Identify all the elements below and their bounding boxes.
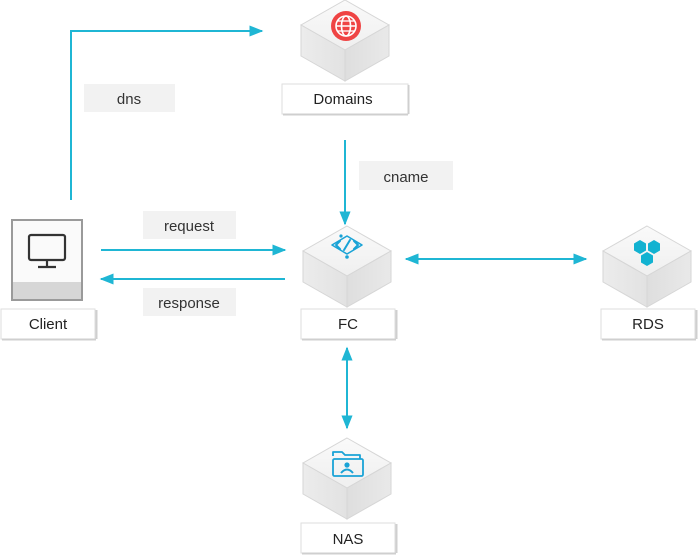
isometric-box <box>301 437 393 520</box>
connector-dns <box>70 25 264 200</box>
edge-label-dns: dns <box>84 84 175 112</box>
folder-share-icon <box>332 451 364 477</box>
edge-label-dns-text: dns <box>117 91 141 108</box>
node-nas-label: NAS <box>300 522 398 555</box>
node-fc-label: FC <box>300 308 398 341</box>
node-domains-label: Domains <box>281 83 410 116</box>
node-client-label: Client <box>0 308 98 341</box>
isometric-box <box>301 225 393 308</box>
monitor-icon <box>27 233 67 269</box>
node-client: Client <box>0 219 98 341</box>
node-fc: FC <box>300 225 398 341</box>
node-nas-label-text: NAS <box>333 531 364 548</box>
edge-label-response-text: response <box>158 295 220 312</box>
edge-label-response: response <box>143 288 236 316</box>
edge-label-cname-text: cname <box>383 169 428 186</box>
node-nas: NAS <box>300 437 398 555</box>
isometric-box <box>601 225 693 308</box>
node-domains-label-text: Domains <box>313 91 372 108</box>
node-rds-label-text: RDS <box>632 316 664 333</box>
edge-label-request-text: request <box>164 218 215 235</box>
edge-label-cname: cname <box>359 161 453 190</box>
node-fc-label-text: FC <box>338 316 358 333</box>
isometric-box <box>299 0 391 82</box>
node-rds-label: RDS <box>600 308 698 341</box>
database-hexagon-icon <box>634 240 660 266</box>
node-client-label-text: Client <box>29 316 68 333</box>
function-compute-icon <box>331 234 363 259</box>
node-rds: RDS <box>600 225 698 341</box>
globe-icon <box>331 11 361 41</box>
edge-label-request: request <box>143 211 236 239</box>
node-domains: Domains <box>281 0 410 116</box>
